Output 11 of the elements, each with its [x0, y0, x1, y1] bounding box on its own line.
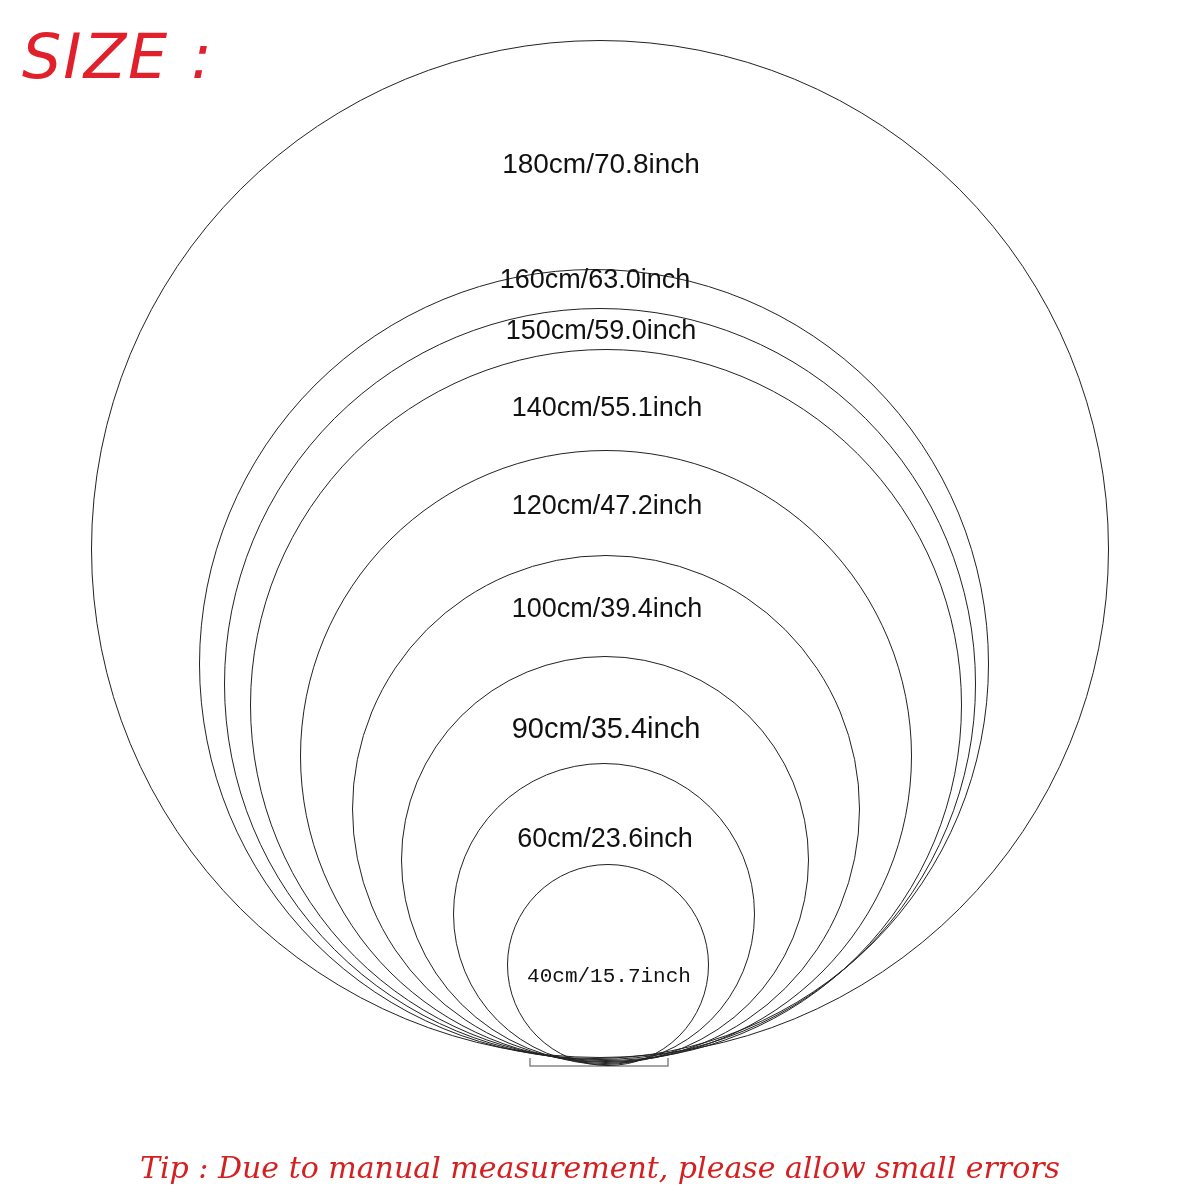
- title: SIZE :: [22, 20, 214, 93]
- size-label: 100cm/39.4inch: [511, 592, 703, 624]
- size-label: 120cm/47.2inch: [511, 489, 703, 521]
- size-label: 40cm/15.7inch: [527, 964, 691, 990]
- size-label: 150cm/59.0inch: [505, 314, 697, 346]
- size-label: 140cm/55.1inch: [511, 391, 703, 423]
- caption: Tip : Due to manual measurement, please allow small errors: [140, 1150, 1060, 1185]
- size-label: 90cm/35.4inch: [511, 712, 701, 744]
- size-label: 60cm/23.6inch: [517, 822, 693, 854]
- size-label: 180cm/70.8inch: [502, 148, 700, 180]
- size-label: 160cm/63.0inch: [499, 263, 691, 295]
